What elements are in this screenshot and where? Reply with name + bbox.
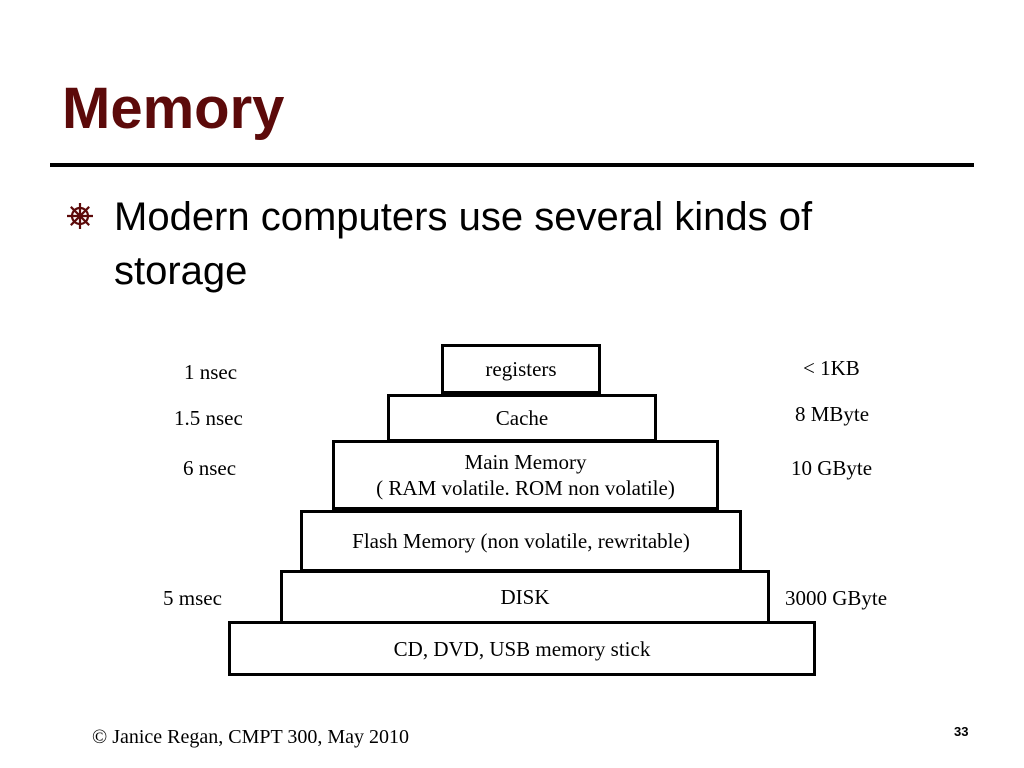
tier-main-memory-label: Main Memory [464,450,587,474]
speed-cache: 1.5 nsec [174,406,243,430]
title-divider [50,163,974,167]
ship-wheel-icon [66,202,94,230]
tier-flash-memory: Flash Memory (non volatile, rewritable) [300,510,742,572]
tier-registers: registers [441,344,601,394]
tier-registers-label: registers [485,357,557,381]
speed-main-memory: 6 nsec [183,456,237,480]
tier-removable-media: CD, DVD, USB memory stick [228,621,816,676]
slide-title: Memory [62,76,285,141]
tier-removable-media-label: CD, DVD, USB memory stick [393,636,651,661]
speed-disk: 5 msec [163,586,222,610]
size-main-memory: 10 GByte [791,456,873,480]
size-registers: < 1KB [803,356,860,380]
page-number: 33 [954,724,969,739]
speed-registers: 1 nsec [184,360,238,384]
tier-flash-memory-label: Flash Memory (non volatile, rewritable) [352,529,690,553]
footer-copyright: © Janice Regan, CMPT 300, May 2010 [92,726,410,748]
tier-main-memory: Main Memory ( RAM volatile. ROM non vola… [332,440,719,510]
tier-disk-label: DISK [500,585,550,609]
size-disk: 3000 GByte [785,586,888,610]
bullet-text: Modern computers use several kinds of st… [114,195,813,293]
tier-cache-label: Cache [495,406,549,430]
tier-main-memory-detail: ( RAM volatile. ROM non volatile) [376,476,675,500]
size-cache: 8 MByte [795,402,870,426]
tier-disk: DISK [280,570,770,624]
tier-cache: Cache [387,394,657,442]
